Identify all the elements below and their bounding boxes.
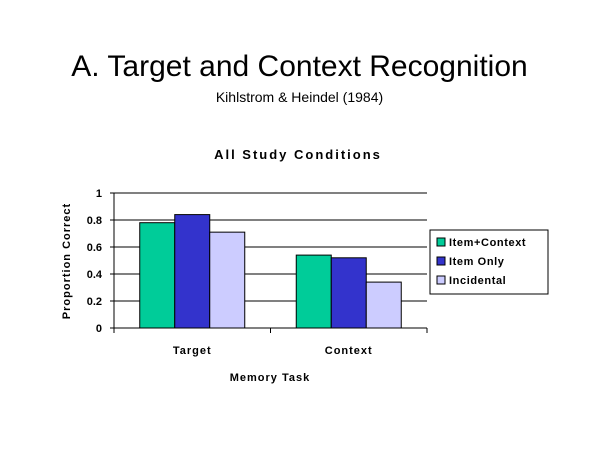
y-tick-label: 0.2: [87, 296, 102, 308]
axes: [113, 193, 428, 333]
chart-title: All Study Conditions: [214, 147, 382, 162]
y-tick-labels: 0 0.2 0.4 0.6 0.8 1: [87, 188, 103, 335]
x-tick-label: Target: [173, 345, 212, 357]
legend-swatch: [436, 275, 446, 285]
legend-label: Incidental: [449, 275, 506, 287]
y-tick-label: 0.8: [87, 215, 102, 227]
x-axis-label: Memory Task: [230, 372, 311, 384]
legend-label: Item Only: [449, 256, 505, 268]
bar-item-only-target: [174, 214, 211, 329]
slide-title: A. Target and Context Recognition: [71, 50, 528, 83]
slide-subtitle: Kihlstrom & Heindel (1984): [215, 89, 384, 105]
bars: [139, 214, 402, 329]
legend-swatch: [436, 237, 446, 247]
y-tick-label: 0.6: [87, 242, 102, 254]
y-tick-label: 0: [96, 323, 102, 335]
bar-item-context-target: [139, 222, 176, 329]
bar-item-context-context: [295, 254, 332, 329]
bar-incidental-context: [365, 281, 402, 329]
y-tick-label: 1: [96, 188, 102, 200]
y-tick-label: 0.4: [87, 269, 103, 281]
x-tick-label: Context: [325, 345, 373, 357]
bar-incidental-target: [209, 231, 246, 329]
bar-item-only-context: [330, 257, 367, 329]
legend-label: Item+Context: [449, 237, 526, 249]
legend-swatch: [436, 256, 446, 266]
y-axis-label: Proportion Correct: [61, 203, 73, 319]
x-tick-labels: Target Context: [173, 345, 373, 357]
legend-box: [429, 229, 549, 295]
